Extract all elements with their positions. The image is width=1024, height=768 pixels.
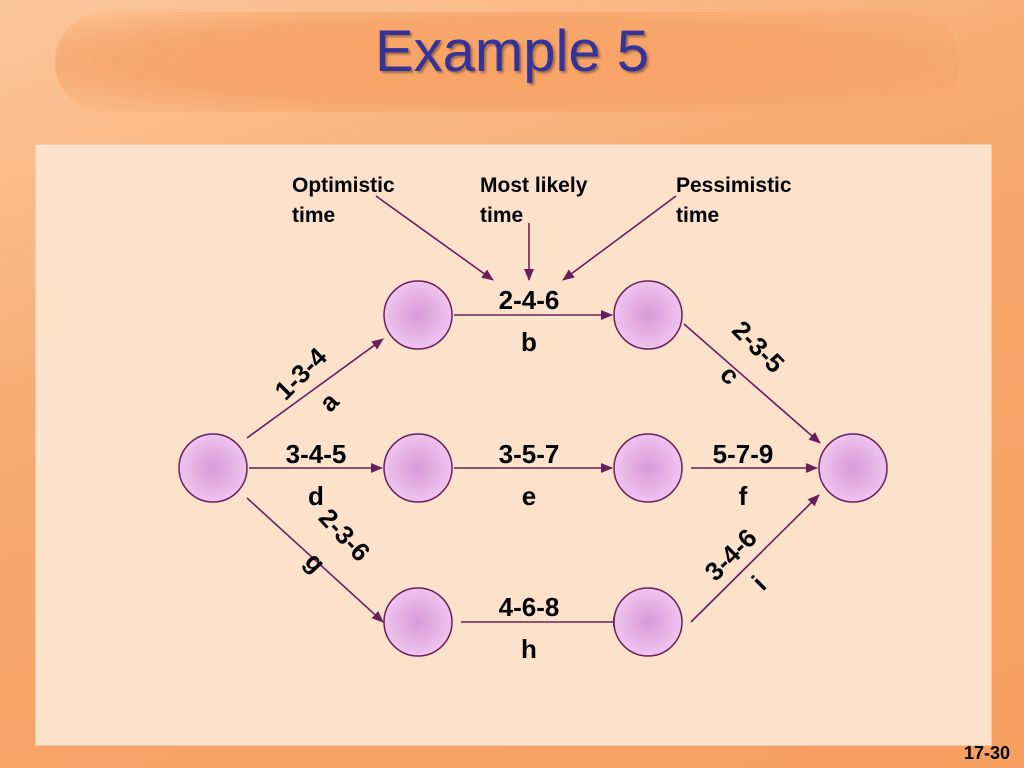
arrow-a — [246, 338, 384, 439]
activity-b-letter: b — [521, 327, 537, 357]
most-likely-label-2: time — [480, 204, 523, 227]
activity-h-times: 4-6-8 — [499, 592, 560, 622]
node-mid-right — [613, 433, 683, 503]
pessimistic-label-2: time — [676, 204, 719, 227]
arrow-i — [690, 494, 820, 623]
node-top-left — [383, 280, 453, 350]
activity-f-times: 5-7-9 — [713, 439, 774, 469]
activity-e-letter: e — [522, 481, 536, 511]
activity-f-letter: f — [739, 481, 748, 511]
activity-b-times: 2-4-6 — [499, 285, 560, 315]
slide-title: Example 5 — [374, 19, 650, 84]
node-end — [818, 433, 888, 503]
optimistic-label-2: time — [292, 204, 335, 227]
pessimistic-label-1: Pessimistic — [676, 174, 792, 197]
title-band — [55, 12, 960, 112]
node-bottom-left — [383, 587, 453, 657]
node-mid-left — [383, 433, 453, 503]
activity-d-times: 3-4-5 — [286, 439, 347, 469]
activity-i-letter: i — [746, 570, 772, 596]
activity-h-letter: h — [521, 634, 537, 664]
slide-number: 17-30 — [963, 743, 1010, 763]
most-likely-label-1: Most likely — [480, 174, 588, 197]
node-bottom-right — [613, 587, 683, 657]
pessimistic-pointer — [562, 195, 677, 281]
optimistic-pointer — [375, 195, 494, 281]
arrow-g — [246, 497, 384, 623]
node-start — [178, 433, 248, 503]
activity-a-letter: a — [313, 386, 345, 418]
activity-e-times: 3-5-7 — [499, 439, 560, 469]
optimistic-label-1: Optimistic — [292, 174, 395, 197]
node-top-right — [613, 280, 683, 350]
arrow-c — [683, 323, 821, 444]
activity-d-letter: d — [308, 481, 324, 511]
